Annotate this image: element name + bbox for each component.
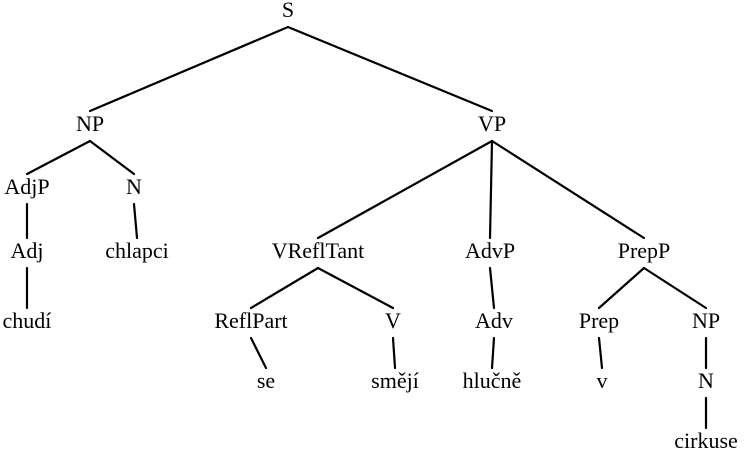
tree-edge bbox=[597, 336, 604, 370]
tree-edge bbox=[642, 266, 708, 310]
node-n: N bbox=[698, 368, 714, 393]
tree-edge bbox=[488, 139, 494, 240]
tree-edge bbox=[316, 139, 494, 240]
tree-edge bbox=[88, 25, 290, 113]
tree-edge bbox=[391, 336, 397, 370]
tree-edge bbox=[132, 202, 139, 240]
word-chlapci: chlapci bbox=[105, 238, 169, 263]
tree-edge bbox=[597, 266, 646, 310]
node-np: NP bbox=[76, 111, 104, 136]
node-prepp: PrepP bbox=[618, 238, 671, 263]
node-adjp: AdjP bbox=[4, 174, 49, 199]
tree-edge bbox=[249, 336, 268, 370]
tree-labels: SNPAdjPAdjchudíNchlapciVPVReflTantReflPa… bbox=[3, 0, 738, 450]
word-hlucne: hlučně bbox=[463, 368, 522, 393]
node-adv: Adv bbox=[475, 308, 513, 333]
tree-edge bbox=[490, 139, 646, 240]
tree-edges bbox=[25, 25, 708, 430]
node-vp: VP bbox=[478, 111, 506, 136]
node-prep: Prep bbox=[579, 308, 619, 333]
tree-edge bbox=[286, 25, 494, 113]
node-advp: AdvP bbox=[465, 238, 515, 263]
tree-edge bbox=[490, 336, 496, 370]
tree-edge bbox=[88, 139, 136, 176]
tree-edge bbox=[488, 266, 496, 310]
tree-edge bbox=[316, 266, 395, 310]
node-n: N bbox=[126, 174, 142, 199]
node-s: S bbox=[282, 0, 294, 22]
word-cirkuse: cirkuse bbox=[674, 428, 738, 450]
tree-edge bbox=[25, 139, 92, 176]
word-se: se bbox=[257, 368, 275, 393]
node-np: NP bbox=[692, 308, 720, 333]
node-adj: Adj bbox=[11, 238, 44, 263]
word-chudi: chudí bbox=[3, 308, 52, 333]
tree-edge bbox=[249, 266, 320, 310]
node-reflpart: ReflPart bbox=[214, 308, 287, 333]
node-vrefltant: VReflTant bbox=[272, 238, 365, 263]
node-v: V bbox=[385, 308, 401, 333]
word-v: v bbox=[597, 368, 608, 393]
word-smeji: smějí bbox=[371, 368, 419, 393]
